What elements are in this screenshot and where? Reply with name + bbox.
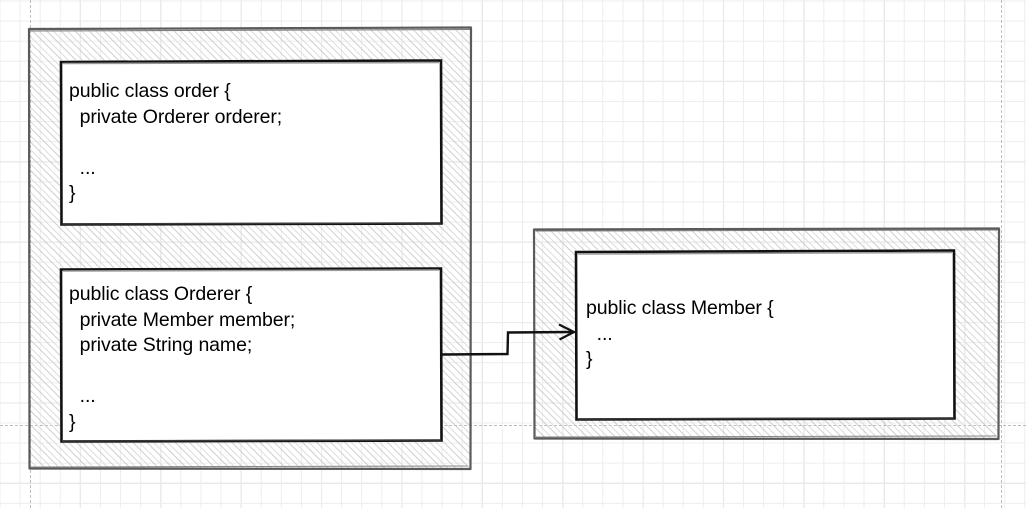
class-box-order-code: public class order { private Orderer ord…	[69, 80, 283, 204]
class-box-order-code-wrap: public class order { private Orderer ord…	[69, 79, 282, 207]
class-box-member-outline	[574, 249, 956, 421]
class-box-order-outline	[59, 59, 443, 226]
class-box-orderer-code: public class Orderer { private Member me…	[69, 283, 296, 433]
page-guide-vertical-right	[1001, 0, 1002, 508]
class-box-member[interactable]: public class Member { ... }	[574, 249, 956, 421]
class-box-member-code: public class Member { ... }	[586, 297, 774, 370]
class-box-orderer-outline	[59, 267, 443, 443]
class-box-order[interactable]: public class order { private Orderer ord…	[59, 59, 443, 226]
class-box-member-code-wrap: public class Member { ... }	[586, 296, 774, 373]
page-guide-horizontal	[0, 425, 1026, 426]
class-box-orderer[interactable]: public class Orderer { private Member me…	[59, 267, 443, 443]
class-box-orderer-code-wrap: public class Orderer { private Member me…	[69, 282, 295, 435]
